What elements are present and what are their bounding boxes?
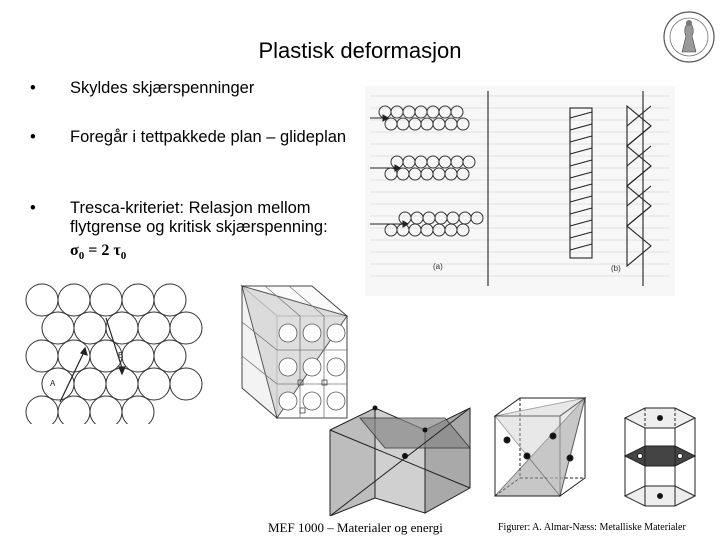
bullet-marker: • xyxy=(30,128,36,146)
university-seal-icon xyxy=(663,11,715,63)
bullet-marker: • xyxy=(30,79,36,97)
close-packed-layer-figure: A B xyxy=(25,283,203,424)
figure-label-capital-b: B xyxy=(118,351,123,360)
bullet-text: Foregår i tettpakkede plan – glideplan xyxy=(70,128,347,146)
crystal-structures-figure xyxy=(329,397,697,516)
slip-plane-figure: (a) (b) xyxy=(365,86,675,296)
figure-label-capital-a: A xyxy=(50,379,56,388)
formula-tau-sub: 0 xyxy=(120,250,127,263)
bullet-marker: • xyxy=(30,199,36,217)
fcc-cell-figure xyxy=(493,397,587,498)
bullet-text: Tresca-kriteriet: Relasjon mellom flytgr… xyxy=(70,199,328,236)
formula-sigma-sub: 0 xyxy=(78,250,85,263)
formula-sigma: σ xyxy=(70,242,79,259)
fcc-cube-figure xyxy=(240,284,349,420)
figure-label-a: (a) xyxy=(433,262,443,271)
slide-title: Plastisk deformasjon xyxy=(258,38,462,63)
figure-label-b: (b) xyxy=(611,264,621,273)
formula-equals: = 2 xyxy=(84,242,114,259)
tresca-formula: σ0 = 2 τ0 xyxy=(70,242,126,262)
footer-figure-credit: Figurer: A. Almar-Næss: Metalliske Mater… xyxy=(498,522,686,533)
footer-course: MEF 1000 – Materialer og energi xyxy=(268,520,443,535)
bullet-text: Skyldes skjærspenninger xyxy=(70,79,255,97)
bcc-slip-planes-figure xyxy=(329,405,472,516)
formula-tau: τ xyxy=(113,242,121,259)
hcp-cell-figure xyxy=(623,407,697,507)
